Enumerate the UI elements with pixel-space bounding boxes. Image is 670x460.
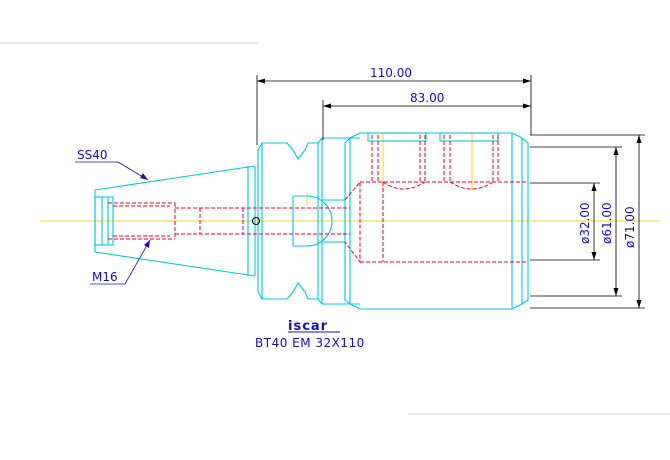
holder-outline bbox=[94, 132, 529, 310]
part-caption: BT40 EM 32X110 bbox=[255, 336, 365, 350]
dim-overall-length: 110.00 bbox=[370, 66, 412, 80]
dim-bore-diameter: ø32.00 bbox=[578, 202, 592, 244]
dim-outer-diameter: ø71.00 bbox=[623, 206, 637, 248]
center-mark bbox=[252, 217, 260, 225]
hidden-lines bbox=[108, 135, 528, 264]
callout-thread: M16 bbox=[92, 270, 118, 284]
callout-arrowheads bbox=[140, 173, 150, 248]
logo-iscar: iscar bbox=[288, 319, 328, 334]
callout-pull-stud: SS40 bbox=[77, 148, 108, 162]
frame-lines bbox=[0, 42, 670, 415]
dim-body-length: 83.00 bbox=[410, 91, 444, 105]
dimension-lines bbox=[256, 75, 645, 309]
dim-shoulder-diameter: ø61.00 bbox=[600, 202, 614, 244]
arrowheads bbox=[257, 78, 642, 308]
